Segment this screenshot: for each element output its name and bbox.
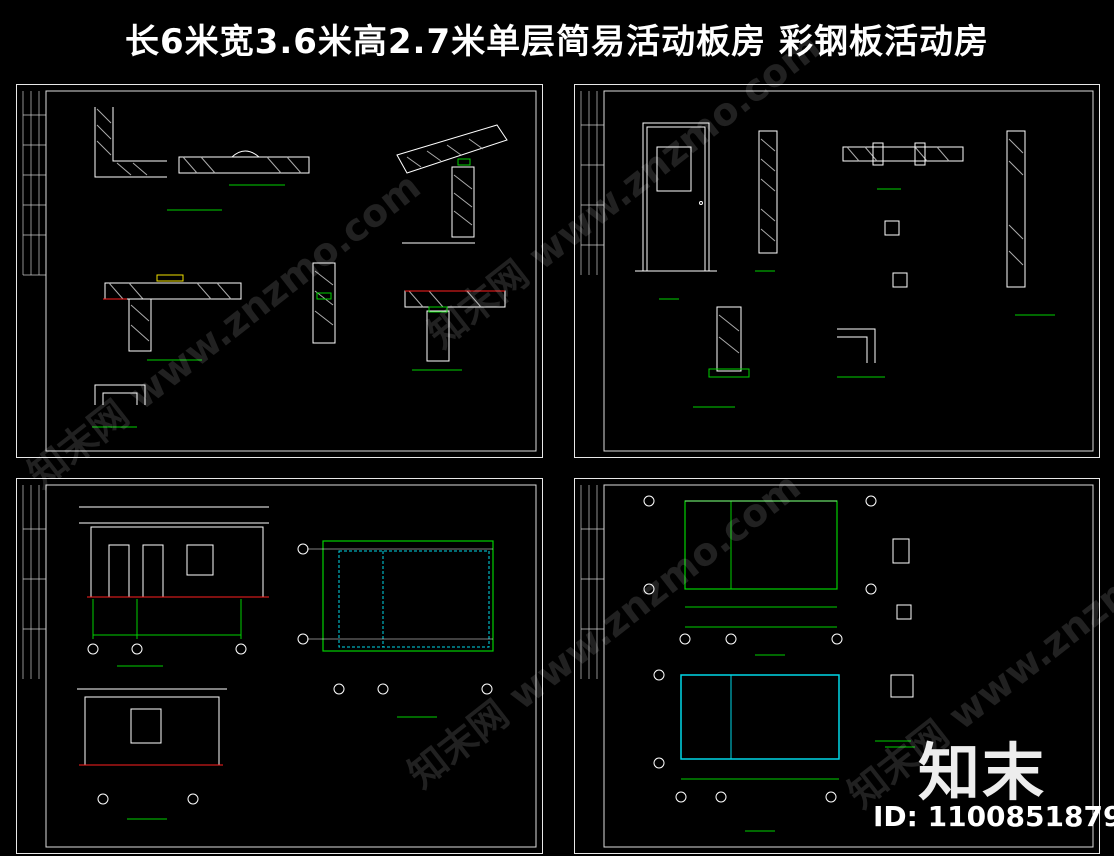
sheet-elevations-drain-plan xyxy=(16,478,543,854)
floor-plans-drawing xyxy=(580,484,1094,848)
brand-logo: 知末 xyxy=(918,736,1047,809)
sheet-details-1 xyxy=(16,84,543,458)
details-1-drawing xyxy=(22,90,537,452)
sheet-floor-plans xyxy=(574,478,1100,854)
page-title: 长6米宽3.6米高2.7米单层简易活动板房 彩钢板活动房 xyxy=(125,22,989,62)
elevations-drawing xyxy=(22,484,537,848)
door-details-drawing xyxy=(580,90,1094,452)
image-id-label: ID: 1100851879 xyxy=(873,800,1114,833)
sheet-door-details xyxy=(574,84,1100,458)
